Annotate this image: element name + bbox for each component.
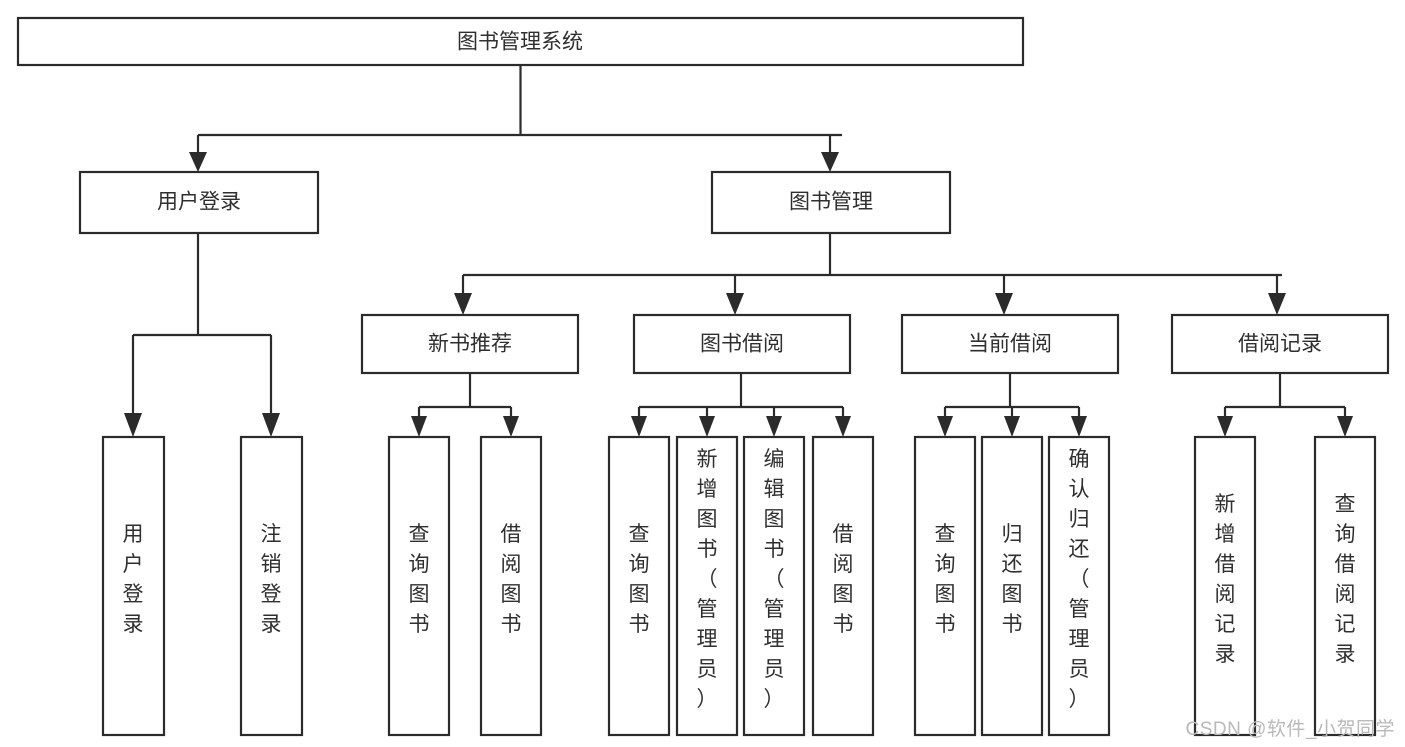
arrow-icon-root-book: [821, 152, 839, 172]
leaf-node[interactable]: 用户登录: [101, 435, 166, 737]
leaf-borrow-query-box[interactable]: [607, 435, 671, 737]
node-book-management-box[interactable]: [710, 170, 952, 235]
node-current-borrow-label: 当前借阅: [968, 333, 1052, 356]
leaf-node[interactable]: 借阅图书: [811, 435, 875, 737]
arrow-icon-current-leaf-2: [1004, 416, 1020, 437]
arrow-icon-current-leaf-3: [1071, 416, 1087, 437]
leaf-current-confirm-label: 确认归还（管理员）: [1069, 448, 1090, 711]
arrow-icon-user-leaf-2: [262, 413, 280, 437]
arrow-icon-root-user: [189, 152, 207, 172]
arrow-icon-borrow-leaf-1: [631, 416, 647, 437]
leaf-node[interactable]: 注销登录: [239, 435, 304, 737]
arrow-icon-newbook-leaf-2: [503, 416, 519, 437]
node-root-box[interactable]: [16, 16, 1025, 67]
node-borrow-record-label: 借阅记录: [1238, 333, 1322, 356]
leaf-borrow-edit-box[interactable]: [742, 435, 806, 737]
leaf-logout-box[interactable]: [239, 435, 304, 737]
node-root[interactable]: 图书管理系统: [16, 16, 1025, 67]
leaf-node[interactable]: 查询借阅记录: [1313, 435, 1377, 737]
leaf-node[interactable]: 新增图书（管理员）: [675, 435, 739, 737]
leaf-newbook-query-box[interactable]: [387, 435, 451, 737]
node-user-login-label: 用户登录: [157, 191, 241, 214]
leaf-logout-label: 注销登录: [261, 523, 282, 636]
leaf-record-query-label: 查询借阅记录: [1335, 493, 1356, 666]
node-book-borrow-label: 图书借阅: [700, 333, 784, 356]
node-book-management[interactable]: 图书管理: [710, 170, 952, 235]
node-root-label: 图书管理系统: [457, 31, 583, 54]
node-user-login-box[interactable]: [78, 170, 320, 235]
leaf-borrow-lend-box[interactable]: [811, 435, 875, 737]
node-user-login[interactable]: 用户登录: [78, 170, 320, 235]
node-book-borrow-box[interactable]: [632, 313, 852, 375]
csdn-watermark: CSDN @软件_小贺同学: [1185, 719, 1395, 740]
leaf-current-return-label: 归还图书: [1002, 523, 1023, 636]
node-book-borrow[interactable]: 图书借阅: [632, 313, 852, 375]
arrow-icon-newbook-leaf-1: [411, 416, 427, 437]
leaf-newbook-borrow-label: 借阅图书: [501, 523, 522, 636]
leaf-newbook-borrow-box[interactable]: [479, 435, 543, 737]
arrowhead-layer: [124, 152, 1353, 437]
arrow-icon-user-leaf-1: [124, 413, 142, 437]
arrow-icon-record-leaf-2: [1337, 416, 1353, 437]
leaf-node[interactable]: 借阅图书: [479, 435, 543, 737]
arrow-icon-l3-1: [454, 293, 472, 315]
arrow-icon-l3-3: [995, 293, 1013, 315]
leaf-borrow-add-box[interactable]: [675, 435, 739, 737]
leaf-current-confirm-box[interactable]: [1047, 435, 1111, 737]
leaf-node[interactable]: 归还图书: [980, 435, 1044, 737]
arrow-icon-borrow-leaf-3: [766, 416, 782, 437]
leaf-node[interactable]: 确认归还（管理员）: [1047, 435, 1111, 737]
node-current-borrow[interactable]: 当前借阅: [900, 313, 1120, 375]
leaf-node[interactable]: 查询图书: [607, 435, 671, 737]
leaf-record-add-box[interactable]: [1193, 435, 1257, 737]
leaf-node[interactable]: 新增借阅记录: [1193, 435, 1257, 737]
arrow-icon-l3-4: [1268, 293, 1286, 315]
leaf-borrow-add-label: 新增图书（管理员）: [697, 448, 718, 711]
leaf-user-login-box[interactable]: [101, 435, 166, 737]
leaf-user-login-label: 用户登录: [123, 523, 144, 636]
leaf-current-query-box[interactable]: [913, 435, 977, 737]
node-new-book-recommend-box[interactable]: [360, 313, 580, 375]
leaf-newbook-query-label: 查询图书: [409, 523, 430, 636]
node-new-book-recommend[interactable]: 新书推荐: [360, 313, 580, 375]
arrow-icon-borrow-leaf-2: [699, 416, 715, 437]
leaf-record-query-box[interactable]: [1313, 435, 1377, 737]
node-borrow-record-box[interactable]: [1170, 313, 1390, 375]
leaf-node[interactable]: 查询图书: [913, 435, 977, 737]
leaf-current-return-box[interactable]: [980, 435, 1044, 737]
arrow-icon-current-leaf-1: [937, 416, 953, 437]
node-current-borrow-box[interactable]: [900, 313, 1120, 375]
node-book-management-label: 图书管理: [789, 191, 873, 214]
leaf-node[interactable]: 查询图书: [387, 435, 451, 737]
leaf-layer: 用户登录 注销登录 查询图书 借阅图书 查询图书 新增图书: [101, 435, 1377, 737]
arrow-icon-record-leaf-1: [1217, 416, 1233, 437]
node-new-book-recommend-label: 新书推荐: [428, 333, 512, 356]
arrow-icon-borrow-leaf-4: [835, 416, 851, 437]
leaf-borrow-lend-label: 借阅图书: [833, 523, 854, 636]
arrow-icon-l3-2: [726, 293, 744, 315]
leaf-borrow-edit-label: 编辑图书（管理员）: [764, 448, 785, 711]
leaf-node[interactable]: 编辑图书（管理员）: [742, 435, 806, 737]
node-borrow-record[interactable]: 借阅记录: [1170, 313, 1390, 375]
leaf-record-add-label: 新增借阅记录: [1215, 493, 1236, 666]
leaf-borrow-query-label: 查询图书: [629, 523, 650, 636]
leaf-current-query-label: 查询图书: [935, 523, 956, 636]
